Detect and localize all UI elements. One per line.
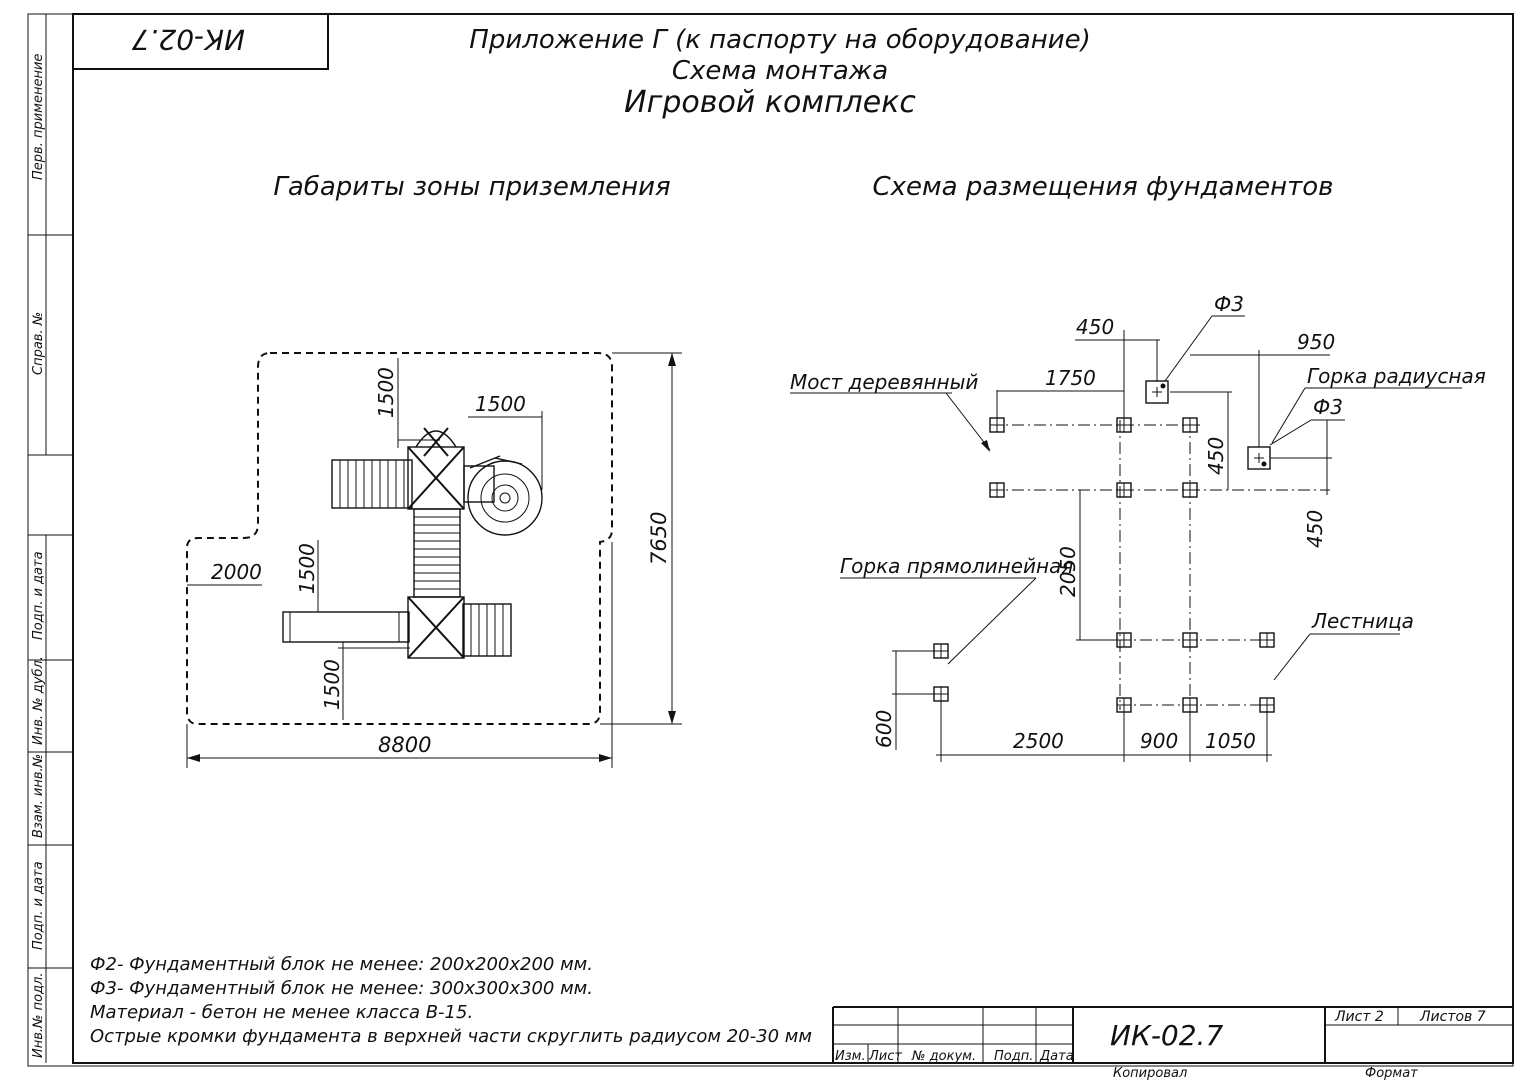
dim-1500-left: 1500 [295,543,319,594]
side-label-inv-podl: Инв.№ подл. [31,972,46,1058]
landing-zone-outline [186,352,613,725]
bridge-planks [413,508,461,598]
label-radius-slide: Горка радиусная [1307,364,1486,388]
dim-2000: 2000 [211,560,262,584]
right-title: Схема размещения фундаментов [872,172,1333,202]
stairs-left-steps [339,460,405,508]
tower-bottom [407,596,465,659]
left-title: Габариты зоны приземления [273,172,670,202]
side-label-vzam: Взам. инв.№ [31,754,46,838]
landing-zone-drawing: 1500 1500 2000 1500 1500 7650 8800 [186,352,682,768]
label-straight-slide: Горка прямолинейная [840,554,1073,578]
dim-450-mid: 450 [1204,437,1228,475]
straight-slide [282,611,410,643]
radius-slide-outer [467,460,543,536]
note-4: Острые кромки фундамента в верхней части… [90,1026,812,1047]
header-line3: Игровой комплекс [624,85,916,120]
title-block: Изм. Лист № докум. Подп. Дата ИК-02.7 Ли… [832,1006,1513,1080]
col-izm: Изм. [835,1049,866,1064]
note-2: Ф3- Фундаментный блок не менее: 300х300х… [90,978,593,999]
dim-2500: 2500 [1013,729,1064,753]
doc-code-rotated: ИК-02.7 [132,23,245,56]
label-ladder: Лестница [1311,609,1414,633]
note-3: Материал - бетон не менее класса В-15. [90,1002,473,1023]
sheet-count: Листов 7 [1419,1009,1486,1025]
side-label-podp1: Подп. и дата [31,551,46,640]
notes: Ф2- Фундаментный блок не менее: 200х200х… [90,954,812,1047]
col-data: Дата [1039,1049,1074,1064]
header-line1: Приложение Г (к паспорту на оборудование… [469,25,1090,55]
side-label-sprav: Справ. № [31,312,46,375]
header-line2: Схема монтажа [672,56,888,86]
side-label-podp2: Подп. и дата [31,861,46,950]
dim-1050: 1050 [1205,729,1256,753]
dim-450-top: 450 [1076,315,1114,339]
side-stamp: Перв. применение Справ. № Подп. и дата И… [28,13,73,1063]
dim-900: 900 [1140,729,1178,753]
doc-code: ИК-02.7 [1110,1019,1223,1052]
label-bridge: Мост деревянный [790,370,978,394]
dim-1500-bottom: 1500 [320,659,344,710]
col-podp: Подп. [994,1049,1033,1064]
label-f3-right: Ф3 [1313,395,1343,419]
dim-8800: 8800 [378,733,431,757]
code-box [72,13,329,70]
dim-1500-top: 1500 [374,367,398,418]
format: Формат [1365,1066,1418,1080]
col-ndoc: № докум. [911,1049,976,1064]
dim-2050: 2050 [1056,546,1080,597]
dim-950: 950 [1297,330,1335,354]
sheet-number: Лист 2 [1334,1009,1384,1025]
dim-1500-right: 1500 [475,392,526,416]
kopiroval: Копировал [1113,1066,1187,1080]
foundation-layout-drawing: Мост деревянный Горка радиусная Горка пр… [790,292,1486,762]
label-f3-top: Ф3 [1214,292,1244,316]
side-label-perv: Перв. применение [31,54,46,180]
dim-1750: 1750 [1045,366,1096,390]
side-label-inv-dubl: Инв. № дубл. [31,656,46,745]
slide-platform [463,465,495,503]
drawing-frame [72,13,1514,1064]
col-list: Лист [868,1049,902,1064]
note-1: Ф2- Фундаментный блок не менее: 200х200х… [90,954,593,975]
dim-600: 600 [872,710,896,748]
dim-450-right: 450 [1303,510,1327,548]
dim-7650: 7650 [647,512,671,565]
